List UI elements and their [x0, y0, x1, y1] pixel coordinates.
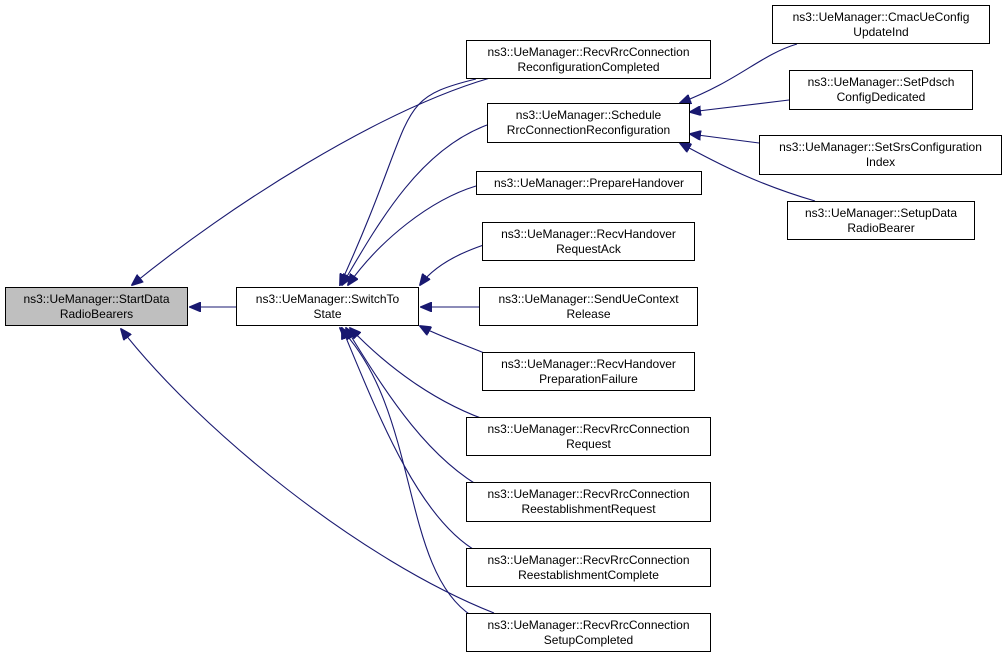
- node-label-line: ConfigDedicated: [836, 90, 926, 104]
- node-label-line: RequestAck: [556, 241, 621, 256]
- edge-recv-rrc-conn-reconf-completed-to-switch-to-state: [340, 78, 477, 285]
- edge-recv-rrc-conn-request-to-switch-to-state: [350, 328, 493, 423]
- node-label-line: ns3::UeManager::RecvRrcConnection: [487, 44, 690, 59]
- node-label-line: ReconfigurationCompleted: [517, 59, 660, 74]
- node-recv-handover-request-ack[interactable]: ns3::UeManager::RecvHandover RequestAck: [482, 222, 695, 261]
- node-label-line: ns3::UeManager::RecvRrcConnection: [487, 421, 690, 436]
- node-label-line: ns3::UeManager::SetSrsConfiguration: [779, 140, 982, 154]
- edge-set-srs-configuration-index-to-schedule-rrc-conn-reconf: [690, 134, 760, 144]
- node-label-line: ReestablishmentRequest: [521, 502, 656, 516]
- node-label-line: RadioBearers: [59, 306, 134, 321]
- edge-recv-rrc-conn-reestablishment-request-to-switch-to-state: [346, 328, 487, 491]
- node-recv-rrc-conn-reestablishment-request[interactable]: ns3::UeManager::RecvRrcConnection Reesta…: [466, 482, 711, 522]
- node-label-line: ns3::UeManager::SwitchTo: [255, 291, 400, 306]
- node-prepare-handover[interactable]: ns3::UeManager::PrepareHandover: [476, 171, 702, 195]
- node-set-srs-configuration-index[interactable]: ns3::UeManager::SetSrsConfiguration Inde…: [759, 135, 1002, 175]
- edge-setup-data-radio-bearer-to-schedule-rrc-conn-reconf: [680, 143, 816, 202]
- node-label-line: ReestablishmentComplete: [518, 567, 659, 582]
- node-recv-rrc-conn-request[interactable]: ns3::UeManager::RecvRrcConnection Reques…: [466, 417, 711, 456]
- edge-cmac-ue-config-update-ind-to-schedule-rrc-conn-reconf: [680, 43, 798, 103]
- edge-prepare-handover-to-switch-to-state: [348, 185, 477, 285]
- node-label-line: Index: [865, 155, 896, 169]
- node-send-ue-context-release[interactable]: ns3::UeManager::SendUeContext Release: [479, 287, 698, 326]
- node-label-line: Release: [566, 306, 611, 321]
- node-label-line: ns3::UeManager::Schedule: [515, 108, 662, 122]
- node-label-line: ns3::UeManager::RecvRrcConnection: [487, 617, 690, 632]
- node-label-line: RrcConnectionReconfiguration: [506, 123, 671, 137]
- edge-recv-rrc-conn-setup-completed-to-start-data-radio-bearers: [121, 329, 495, 614]
- node-schedule-rrc-conn-reconf[interactable]: ns3::UeManager::Schedule RrcConnectionRe…: [487, 103, 690, 143]
- edge-recv-rrc-conn-reestablishment-complete-to-switch-to-state: [342, 328, 479, 553]
- node-label-line: RadioBearer: [847, 220, 915, 235]
- node-label-line: ns3::UeManager::SetupData: [804, 205, 958, 220]
- edge-set-pdsch-config-dedicated-to-schedule-rrc-conn-reconf: [690, 99, 790, 112]
- node-set-pdsch-config-dedicated[interactable]: ns3::UeManager::SetPdsch ConfigDedicated: [789, 70, 973, 110]
- node-label-line: SetupCompleted: [543, 632, 634, 647]
- node-recv-handover-preparation-failure[interactable]: ns3::UeManager::RecvHandover Preparation…: [482, 352, 695, 391]
- node-switch-to-state[interactable]: ns3::UeManager::SwitchTo State: [236, 287, 419, 326]
- node-cmac-ue-config-update-ind[interactable]: ns3::UeManager::CmacUeConfig UpdateInd: [772, 5, 990, 44]
- node-label-line: ns3::UeManager::PrepareHandover: [493, 175, 685, 190]
- node-label-line: Request: [566, 436, 611, 451]
- node-recv-rrc-conn-reconf-completed[interactable]: ns3::UeManager::RecvRrcConnection Reconf…: [466, 40, 711, 79]
- node-label-line: ns3::UeManager::StartData: [23, 291, 170, 306]
- node-label-line: ns3::UeManager::RecvHandover: [501, 356, 676, 371]
- node-start-data-radio-bearers[interactable]: ns3::UeManager::StartData RadioBearers: [5, 287, 188, 326]
- node-recv-rrc-conn-setup-completed[interactable]: ns3::UeManager::RecvRrcConnection SetupC…: [466, 613, 711, 652]
- edge-recv-rrc-conn-setup-completed-to-switch-to-state: [340, 328, 473, 617]
- node-label-line: UpdateInd: [853, 24, 909, 39]
- edge-schedule-rrc-conn-reconf-to-switch-to-state: [342, 124, 488, 285]
- node-label-line: ns3::UeManager::RecvRrcConnection: [487, 487, 690, 501]
- node-label-line: State: [313, 306, 342, 321]
- node-label-line: ns3::UeManager::RecvHandover: [501, 226, 676, 241]
- edge-recv-rrc-conn-reconf-completed-to-start-data-radio-bearers: [132, 77, 491, 285]
- node-label-line: ns3::UeManager::RecvRrcConnection: [487, 552, 690, 567]
- node-recv-rrc-conn-reestablishment-complete[interactable]: ns3::UeManager::RecvRrcConnection Reesta…: [466, 548, 711, 587]
- node-label-line: PreparationFailure: [539, 371, 638, 386]
- node-label-line: ns3::UeManager::SendUeContext: [498, 291, 679, 306]
- node-label-line: ns3::UeManager::SetPdsch: [807, 75, 955, 89]
- node-label-line: ns3::UeManager::CmacUeConfig: [792, 9, 970, 24]
- node-setup-data-radio-bearer[interactable]: ns3::UeManager::SetupData RadioBearer: [787, 201, 975, 240]
